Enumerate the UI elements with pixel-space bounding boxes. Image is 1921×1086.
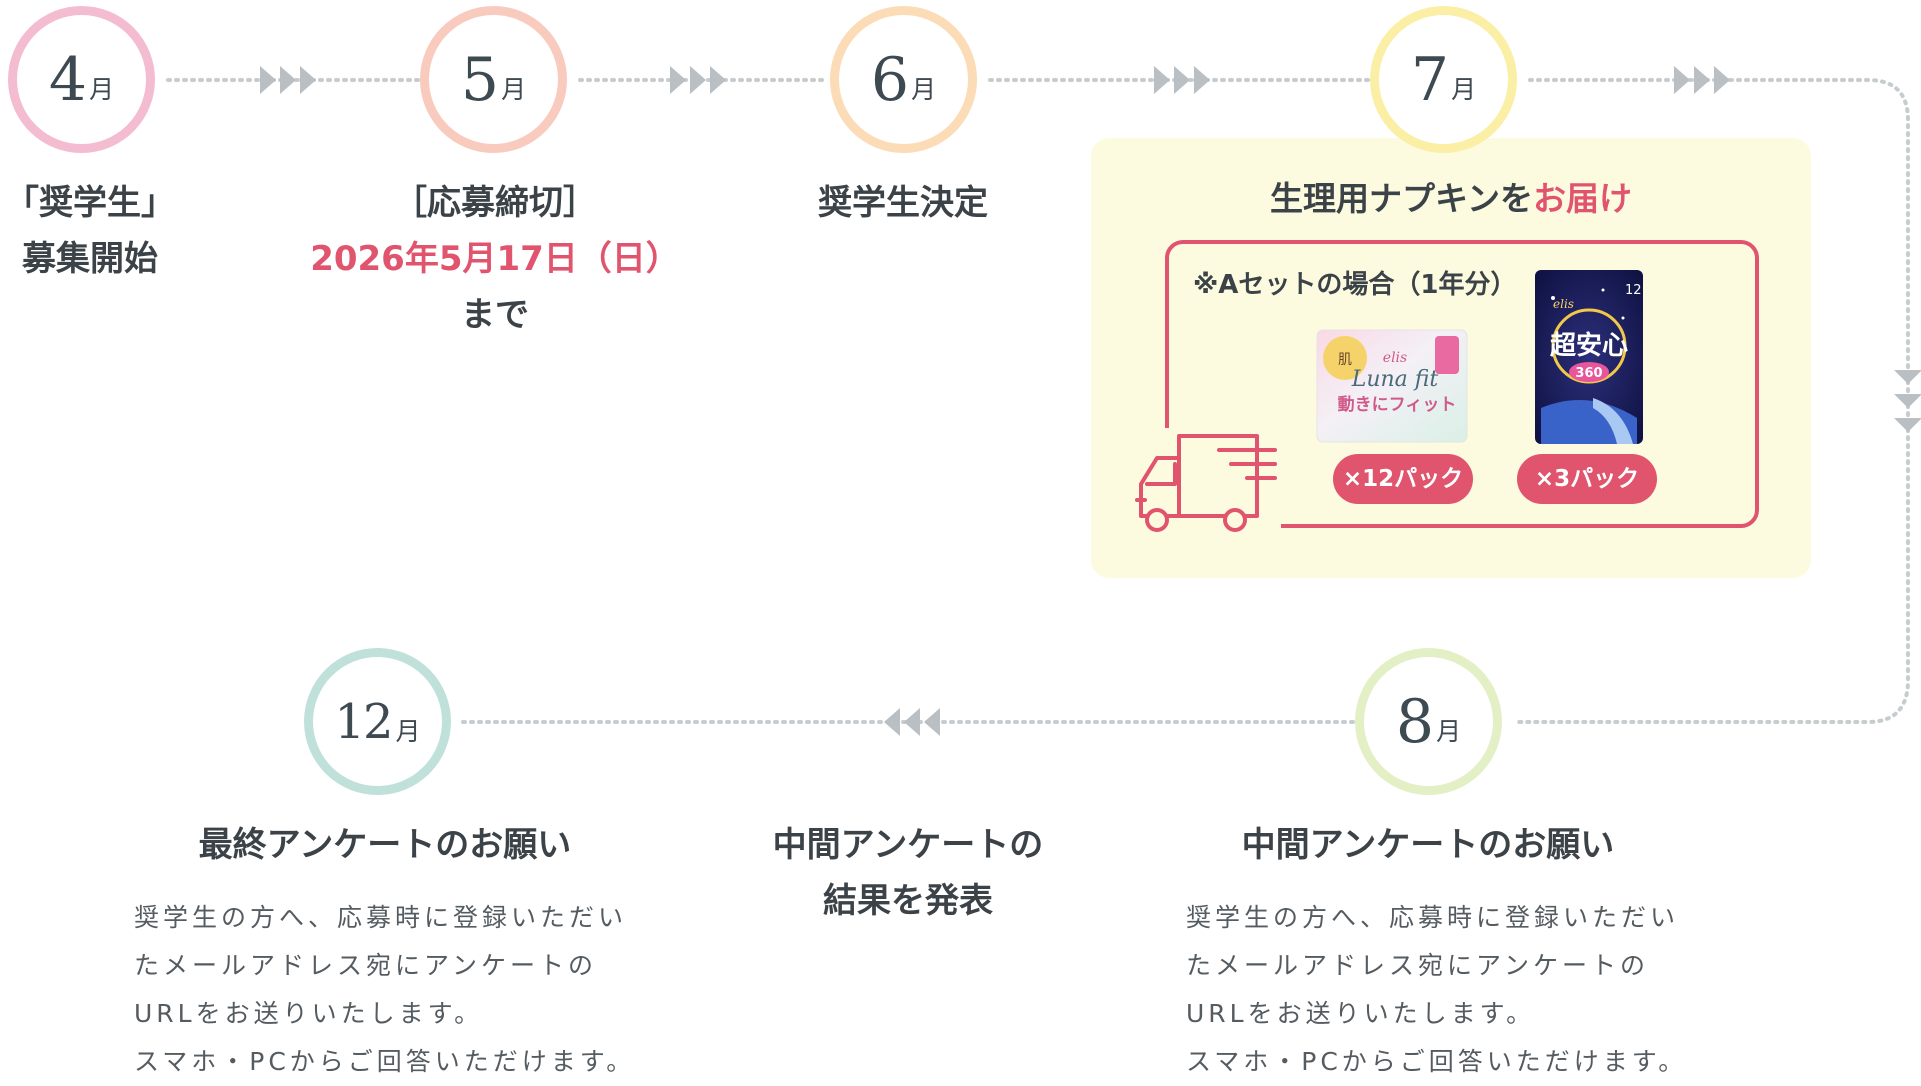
title-line: 結果を発表 bbox=[823, 881, 993, 921]
month-unit: 月 bbox=[89, 74, 115, 104]
month-number: 7 bbox=[1410, 44, 1449, 115]
month-june-circle: 6 月 bbox=[830, 6, 977, 153]
month-unit: 月 bbox=[395, 716, 421, 746]
step-december-description: 奨学生の方へ、応募時に登録いただい たメールアドレス宛にアンケートの URLをお… bbox=[134, 894, 654, 1086]
month-april-circle: 4 月 bbox=[8, 6, 155, 153]
month-number: 12 bbox=[334, 693, 393, 750]
description-line: たメールアドレス宛にアンケートの bbox=[134, 951, 598, 980]
description-line: たメールアドレス宛にアンケートの bbox=[1186, 951, 1650, 980]
step-june-title: 奨学生決定 bbox=[783, 175, 1023, 231]
month-august-circle: 8 月 bbox=[1355, 648, 1502, 795]
month-unit: 月 bbox=[501, 74, 527, 104]
month-unit: 月 bbox=[1451, 74, 1477, 104]
step-results-title: 中間アンケートの 結果を発表 bbox=[713, 817, 1103, 929]
product-name-text: 超安心 bbox=[1550, 331, 1628, 361]
month-unit: 月 bbox=[911, 74, 937, 104]
title-line: 募集開始 bbox=[22, 239, 158, 279]
description-line: URLをお送りいたします。 bbox=[1186, 999, 1536, 1028]
title-line: 中間アンケートの bbox=[772, 825, 1044, 865]
delivery-title-highlight: お届け bbox=[1533, 179, 1632, 218]
deadline-date: 2026年5月17日（日） bbox=[310, 239, 680, 279]
lunafit-count-label: ×12パック bbox=[1333, 454, 1473, 504]
delivery-title: 生理用ナプキンをお届け bbox=[1091, 172, 1811, 220]
step-august-title: 中間アンケートのお願い bbox=[1241, 825, 1615, 865]
chouanshin-product-image: 12 elis 超安心 360 bbox=[1535, 270, 1643, 444]
month-number: 5 bbox=[460, 44, 499, 115]
step-december-title: 最終アンケートのお願い bbox=[198, 825, 572, 865]
lunafit-product-image: 肌 elis Luna fit 動きにフィット bbox=[1316, 329, 1468, 443]
chouanshin-count-label: ×3パック bbox=[1517, 454, 1657, 504]
product-tagline-text: 動きにフィット bbox=[1338, 394, 1457, 415]
month-unit: 月 bbox=[1436, 716, 1462, 746]
title-line: ［応募締切］ bbox=[393, 183, 597, 223]
description-line: 奨学生の方へ、応募時に登録いただい bbox=[1186, 903, 1680, 932]
delivery-title-main: 生理用ナプキンを bbox=[1269, 179, 1533, 218]
description-line: スマホ・PCからご回答いただけます。 bbox=[134, 1047, 636, 1076]
description-line: URLをお送りいたします。 bbox=[134, 999, 484, 1028]
month-may-circle: 5 月 bbox=[420, 6, 567, 153]
step-april-title: 「奨学生」 募集開始 bbox=[0, 175, 190, 287]
svg-text:肌: 肌 bbox=[1338, 352, 1352, 368]
step-august-description: 奨学生の方へ、応募時に登録いただい たメールアドレス宛にアンケートの URLをお… bbox=[1186, 894, 1706, 1086]
step-may-title: ［応募締切］ 2026年5月17日（日） まで bbox=[300, 175, 690, 343]
title-line: まで bbox=[461, 295, 529, 335]
truck-icon bbox=[1135, 428, 1281, 546]
product-name-text: Luna fit bbox=[1351, 367, 1439, 392]
set-box: ※Aセットの場合（1年分） 肌 elis Luna fit 動きにフィット bbox=[1165, 240, 1759, 528]
delivery-panel: 生理用ナプキンをお届け ※Aセットの場合（1年分） 肌 elis Luna fi… bbox=[1091, 138, 1811, 578]
month-number: 6 bbox=[870, 44, 909, 115]
month-december-circle: 12 月 bbox=[304, 648, 451, 795]
description-line: 奨学生の方へ、応募時に登録いただい bbox=[134, 903, 628, 932]
brand-text: elis bbox=[1553, 297, 1574, 311]
title-line: 奨学生決定 bbox=[818, 183, 988, 223]
brand-text: elis bbox=[1383, 350, 1407, 366]
set-caption: ※Aセットの場合（1年分） bbox=[1193, 270, 1517, 300]
month-number: 4 bbox=[48, 44, 87, 115]
product-sub-badge-text: 360 bbox=[1575, 366, 1602, 381]
month-number: 8 bbox=[1395, 686, 1434, 757]
pack-count-text: 12 bbox=[1625, 283, 1642, 298]
description-line: スマホ・PCからご回答いただけます。 bbox=[1186, 1047, 1688, 1076]
title-line: 「奨学生」 bbox=[5, 183, 175, 223]
month-july-circle: 7 月 bbox=[1370, 6, 1517, 153]
